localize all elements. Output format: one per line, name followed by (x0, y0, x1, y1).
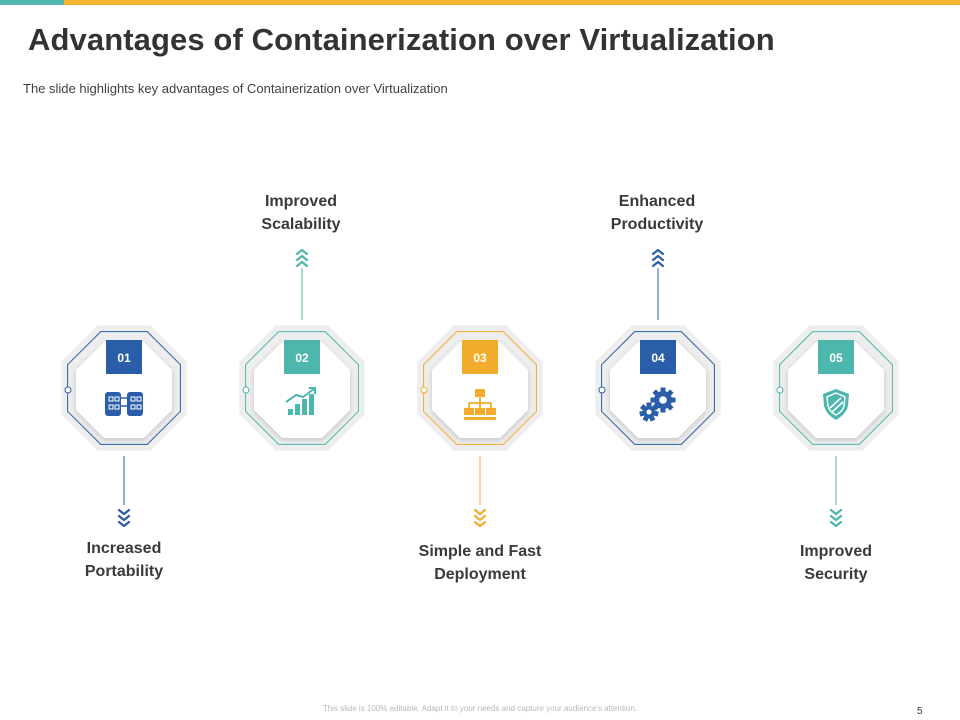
number-badge-text: 05 (829, 351, 843, 365)
step-label-productivity: Enhanced Productivity (610, 193, 704, 233)
connector-dot (420, 386, 428, 394)
number-badge: 05 (818, 340, 854, 374)
octagon-inner (254, 342, 350, 438)
hierarchy-icon (464, 389, 496, 420)
step-label-security: Improved Security (799, 543, 872, 583)
slide-subtitle: The slide highlights key advantages of C… (23, 81, 448, 96)
octagon-outline (423, 331, 537, 445)
octagon-outline (779, 331, 893, 445)
chevron-down-icon (117, 508, 131, 528)
chevron-up-icon (651, 248, 665, 268)
chevron-up-icon (295, 248, 309, 268)
top-accent-bar (0, 0, 960, 5)
octagon-outline (245, 331, 359, 445)
number-badge-text: 02 (295, 351, 309, 365)
number-badge-text: 04 (651, 351, 665, 365)
top-accent-bar-teal (0, 0, 64, 5)
octagon-outline (601, 331, 715, 445)
number-badge: 04 (640, 340, 676, 374)
octagon-inner (610, 342, 706, 438)
connector-dot (64, 386, 72, 394)
step-01: 01 (61, 325, 187, 528)
number-badge: 03 (462, 340, 498, 374)
page-number: 5 (917, 706, 923, 717)
step-02: 02 (239, 248, 365, 451)
connector-dot (598, 386, 606, 394)
number-badge-text: 03 (473, 351, 487, 365)
number-badge-text: 01 (117, 351, 131, 365)
step-label-portability: Increased Portability (84, 540, 164, 580)
slide-title: Advantages of Containerization over Virt… (28, 22, 775, 57)
step-05: 05 (773, 325, 899, 528)
step-04: 04 (595, 248, 721, 451)
octagon-inner (76, 342, 172, 438)
gears-icon (639, 387, 676, 422)
step-03: 03 (417, 325, 543, 528)
growth-chart-icon (285, 387, 316, 415)
shield-icon (823, 389, 849, 420)
chevron-down-icon (829, 508, 843, 528)
connector-dot (776, 386, 784, 394)
portability-icon (105, 392, 143, 416)
octagon-outline (67, 331, 181, 445)
step-label-scalability: Improved Scalability (261, 193, 341, 233)
footer-note: This slide is 100% editable. Adapt it to… (322, 704, 638, 713)
chevron-down-icon (473, 508, 487, 528)
connector-dot (242, 386, 250, 394)
step-label-deployment: Simple and Fast Deployment (418, 543, 542, 583)
number-badge: 02 (284, 340, 320, 374)
number-badge: 01 (106, 340, 142, 374)
